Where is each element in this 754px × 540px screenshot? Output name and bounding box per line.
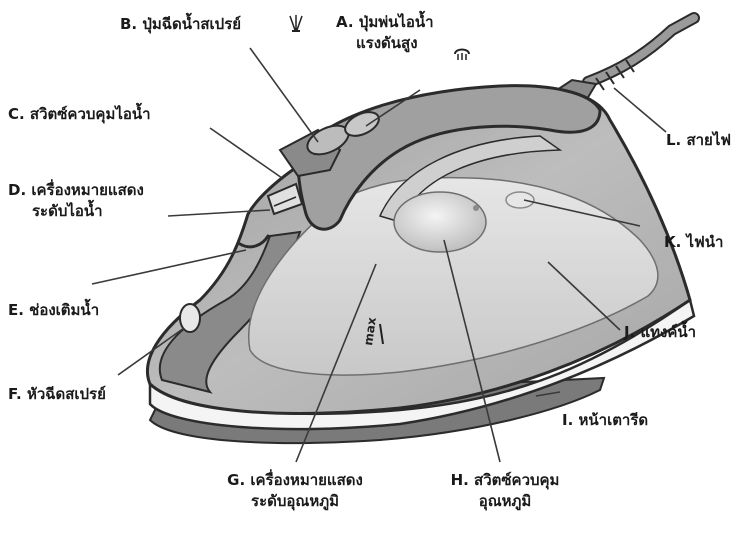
label-g: G. เครื่องหมายแสดง ระดับอุณหภูมิ (200, 470, 390, 512)
spray-icon (288, 14, 304, 34)
label-l-line1: L. สายไฟ (666, 130, 731, 151)
label-i: I. หน้าเตารีด (562, 410, 648, 431)
label-k: K. ไฟนำ (664, 232, 723, 253)
label-k-line1: K. ไฟนำ (664, 232, 723, 253)
label-i-line1: I. หน้าเตารีด (562, 410, 648, 431)
pilot-light (506, 192, 534, 208)
label-e: E. ช่องเติมน้ำ (8, 300, 99, 321)
label-j: J. แทงค์น้ำ (624, 322, 696, 343)
label-h-line1: H. สวิตซ์ควบคุม (430, 470, 580, 491)
label-g-line2: ระดับอุณหภูมิ (200, 491, 390, 512)
label-d: D. เครื่องหมายแสดง ระดับไอน้ำ (8, 180, 144, 222)
label-h: H. สวิตซ์ควบคุม อุณหภูมิ (430, 470, 580, 512)
temperature-dial (394, 192, 486, 252)
label-f-line1: F. หัวฉีดสเปรย์ (8, 384, 106, 405)
label-g-line1: G. เครื่องหมายแสดง (200, 470, 390, 491)
label-c: C. สวิตซ์ควบคุมไอน้ำ (8, 104, 151, 125)
label-e-line1: E. ช่องเติมน้ำ (8, 300, 99, 321)
steam-burst-icon (452, 42, 472, 62)
label-b: B. ปุ่มฉีดน้ำสเปรย์ (120, 14, 241, 35)
label-c-line1: C. สวิตซ์ควบคุมไอน้ำ (8, 104, 151, 125)
label-a: A. ปุ่มพ่นไอน้ำ แรงดันสูง (336, 12, 434, 54)
leader-c (210, 128, 282, 178)
label-d-line1: D. เครื่องหมายแสดง (8, 180, 144, 201)
label-a-line1: A. ปุ่มพ่นไอน้ำ (336, 12, 434, 33)
leader-l (614, 88, 666, 132)
label-f: F. หัวฉีดสเปรย์ (8, 384, 106, 405)
label-l: L. สายไฟ (666, 130, 731, 151)
leader-b (250, 48, 318, 142)
label-a-line2: แรงดันสูง (336, 33, 434, 54)
label-h-line2: อุณหภูมิ (430, 491, 580, 512)
label-j-line1: J. แทงค์น้ำ (624, 322, 696, 343)
label-d-line2: ระดับไอน้ำ (8, 201, 144, 222)
label-b-line1: B. ปุ่มฉีดน้ำสเปรย์ (120, 14, 241, 35)
